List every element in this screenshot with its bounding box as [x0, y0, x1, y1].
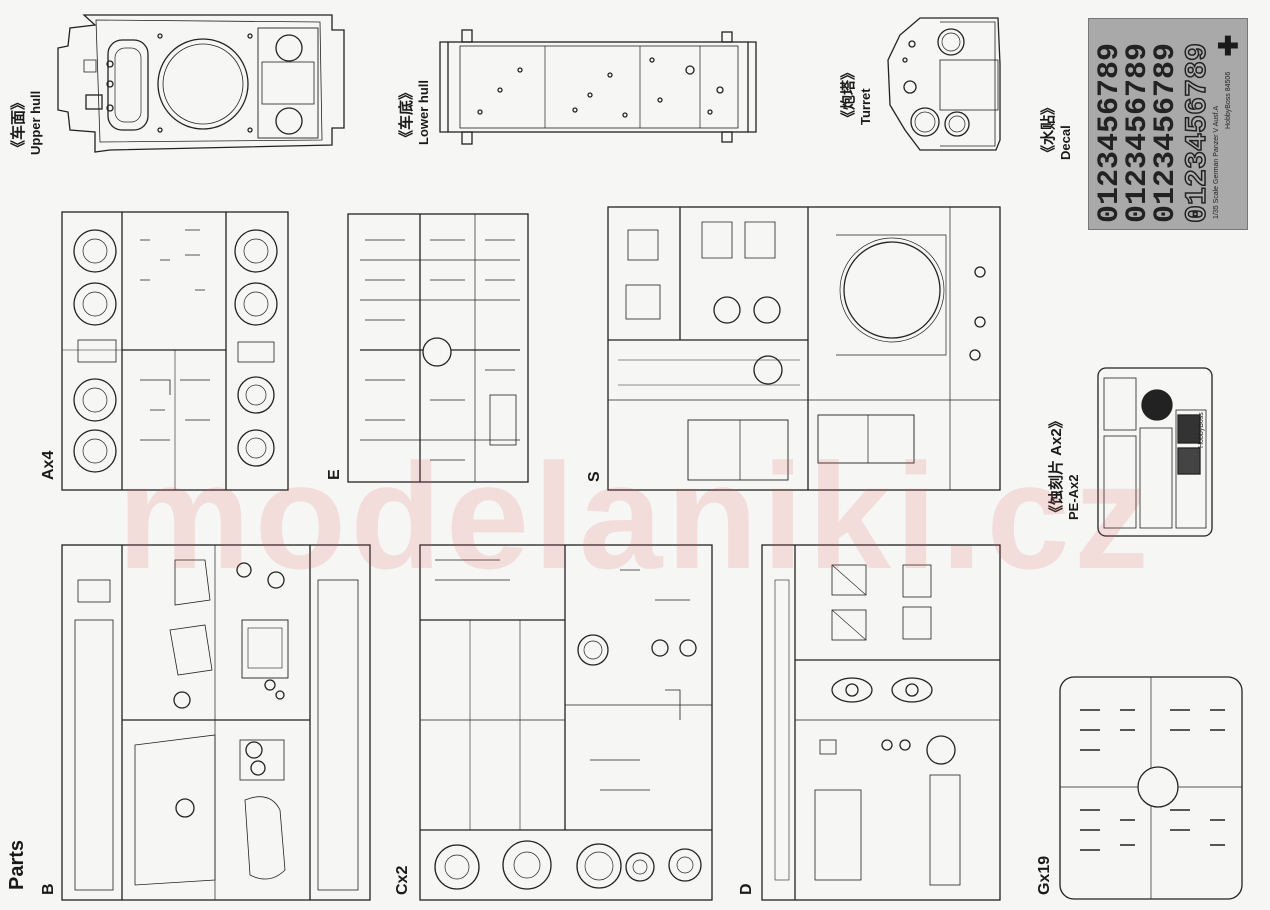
upper-hull-drawing: [57, 14, 345, 153]
decal-scale-text: 1/35 Scale German Panzer V Ausf.A: [1213, 105, 1220, 219]
sprue-d-drawing: [761, 544, 1001, 901]
sprue-s-drawing: [607, 206, 1001, 491]
upper-hull-label-en: Upper hull: [28, 90, 43, 155]
pe-sheet-drawing: [1097, 367, 1213, 537]
cross-icon: ✚: [1217, 31, 1239, 61]
pe-label-cn: 《蚀刻片 Ax2》: [1048, 413, 1065, 520]
pe-brand-text: HobbyBoss: [1198, 412, 1205, 448]
decal-label-en: Decal: [1058, 125, 1073, 160]
decal-row-3: 0123456789: [1149, 42, 1183, 223]
sprue-a-drawing: [61, 211, 289, 491]
pe-label-en: PE-Ax2: [1066, 474, 1081, 520]
lower-hull-drawing: [439, 29, 757, 145]
sprue-d-id: D: [738, 883, 755, 895]
sprue-b-id: B: [40, 883, 57, 895]
turret-label-cn: 《炮塔》: [840, 64, 857, 125]
lower-hull-label-cn: 《车底》: [398, 84, 415, 145]
pe-label: 《蚀刻片 Ax2》 PE-Ax2: [1048, 413, 1081, 520]
sprue-c-id: Cx2: [394, 865, 411, 895]
turret-label: 《炮塔》 Turret: [840, 65, 873, 125]
decal-sheet: 0123456789 0123456789 0123456789 0123456…: [1088, 18, 1248, 230]
upper-hull-label-cn: 《车面》: [10, 94, 27, 155]
lower-hull-label-en: Lower hull: [416, 80, 431, 145]
decal-label: 《水贴》 Decal: [1040, 100, 1073, 160]
turret-drawing: [887, 17, 1001, 151]
parts-label: Parts: [6, 839, 28, 890]
decal-label-cn: 《水贴》: [1040, 99, 1057, 160]
sprue-g-id: Gx19: [1036, 855, 1053, 895]
parts-label-text: Parts: [6, 839, 28, 890]
sprue-b-drawing: [61, 544, 371, 901]
turret-label-en: Turret: [858, 88, 873, 125]
sprue-s-id: S: [586, 471, 603, 482]
decal-brand-text: HobbyBoss 84506: [1225, 71, 1232, 129]
upper-hull-label: 《车面》 Upper hull: [10, 91, 43, 155]
sprue-c-drawing: [419, 544, 713, 901]
lower-hull-label: 《车底》 Lower hull: [398, 80, 431, 145]
sprue-e-id: E: [326, 469, 343, 480]
sprue-a-id: Ax4: [40, 450, 57, 480]
decal-row-outline: 0123456789: [1180, 42, 1216, 224]
sprue-g-drawing: [1059, 676, 1243, 900]
sprue-e-drawing: [347, 213, 529, 483]
